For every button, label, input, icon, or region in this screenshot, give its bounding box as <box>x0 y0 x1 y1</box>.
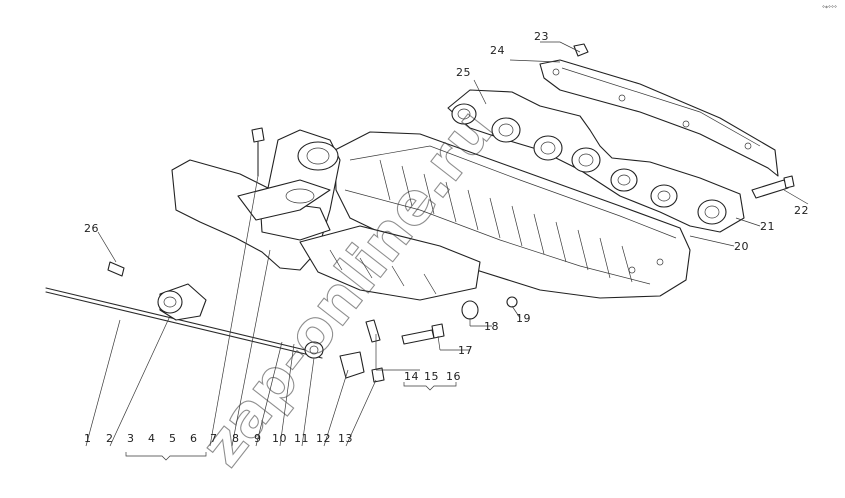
callout-18: 18 <box>484 320 499 333</box>
callout-22: 22 <box>794 204 809 217</box>
callout-6: 6 <box>190 432 198 445</box>
callout-17: 17 <box>458 344 473 357</box>
corner-mark: °*°°° <box>822 5 837 12</box>
callout-24: 24 <box>490 44 505 57</box>
callout-5: 5 <box>169 432 177 445</box>
callout-9: 9 <box>254 432 262 445</box>
callout-8: 8 <box>232 432 240 445</box>
bolt-22-part <box>751 175 795 199</box>
callout-labels: 1 2 3 4 5 6 7 8 9 10 11 12 13 14 15 16 1… <box>84 30 809 445</box>
callout-26: 26 <box>84 222 99 235</box>
fitting-13-part <box>371 367 385 383</box>
pipe-part <box>45 287 323 359</box>
callout-13: 13 <box>338 432 353 445</box>
callout-10: 10 <box>272 432 287 445</box>
callout-2: 2 <box>106 432 114 445</box>
callout-21: 21 <box>760 220 775 233</box>
callout-7: 7 <box>210 432 218 445</box>
heat-shield-part <box>539 59 779 177</box>
callout-1: 1 <box>84 432 92 445</box>
callout-3: 3 <box>127 432 135 445</box>
bolt-14-part <box>365 319 381 343</box>
callout-14: 14 <box>404 370 419 383</box>
thermostat-housing-part <box>157 283 207 321</box>
leader-lines <box>85 41 809 461</box>
washer-18-part <box>461 300 479 320</box>
nut-23-part <box>573 43 589 57</box>
callout-11: 11 <box>294 432 309 445</box>
gasket-part <box>237 179 331 221</box>
bolt-26-part <box>107 261 125 277</box>
callout-4: 4 <box>148 432 156 445</box>
callout-12: 12 <box>316 432 331 445</box>
callout-20: 20 <box>734 240 749 253</box>
valve-cover-ribs <box>379 159 633 283</box>
callout-16: 16 <box>446 370 461 383</box>
sensor-part <box>251 127 265 177</box>
callout-19: 19 <box>516 312 531 325</box>
callout-23: 23 <box>534 30 549 43</box>
exhaust-manifold-part <box>447 89 745 233</box>
callout-15: 15 <box>424 370 439 383</box>
washer-19-part <box>506 296 518 308</box>
bolt-17-part <box>401 323 445 345</box>
bracket-12-part <box>339 351 365 379</box>
callout-25: 25 <box>456 66 471 79</box>
